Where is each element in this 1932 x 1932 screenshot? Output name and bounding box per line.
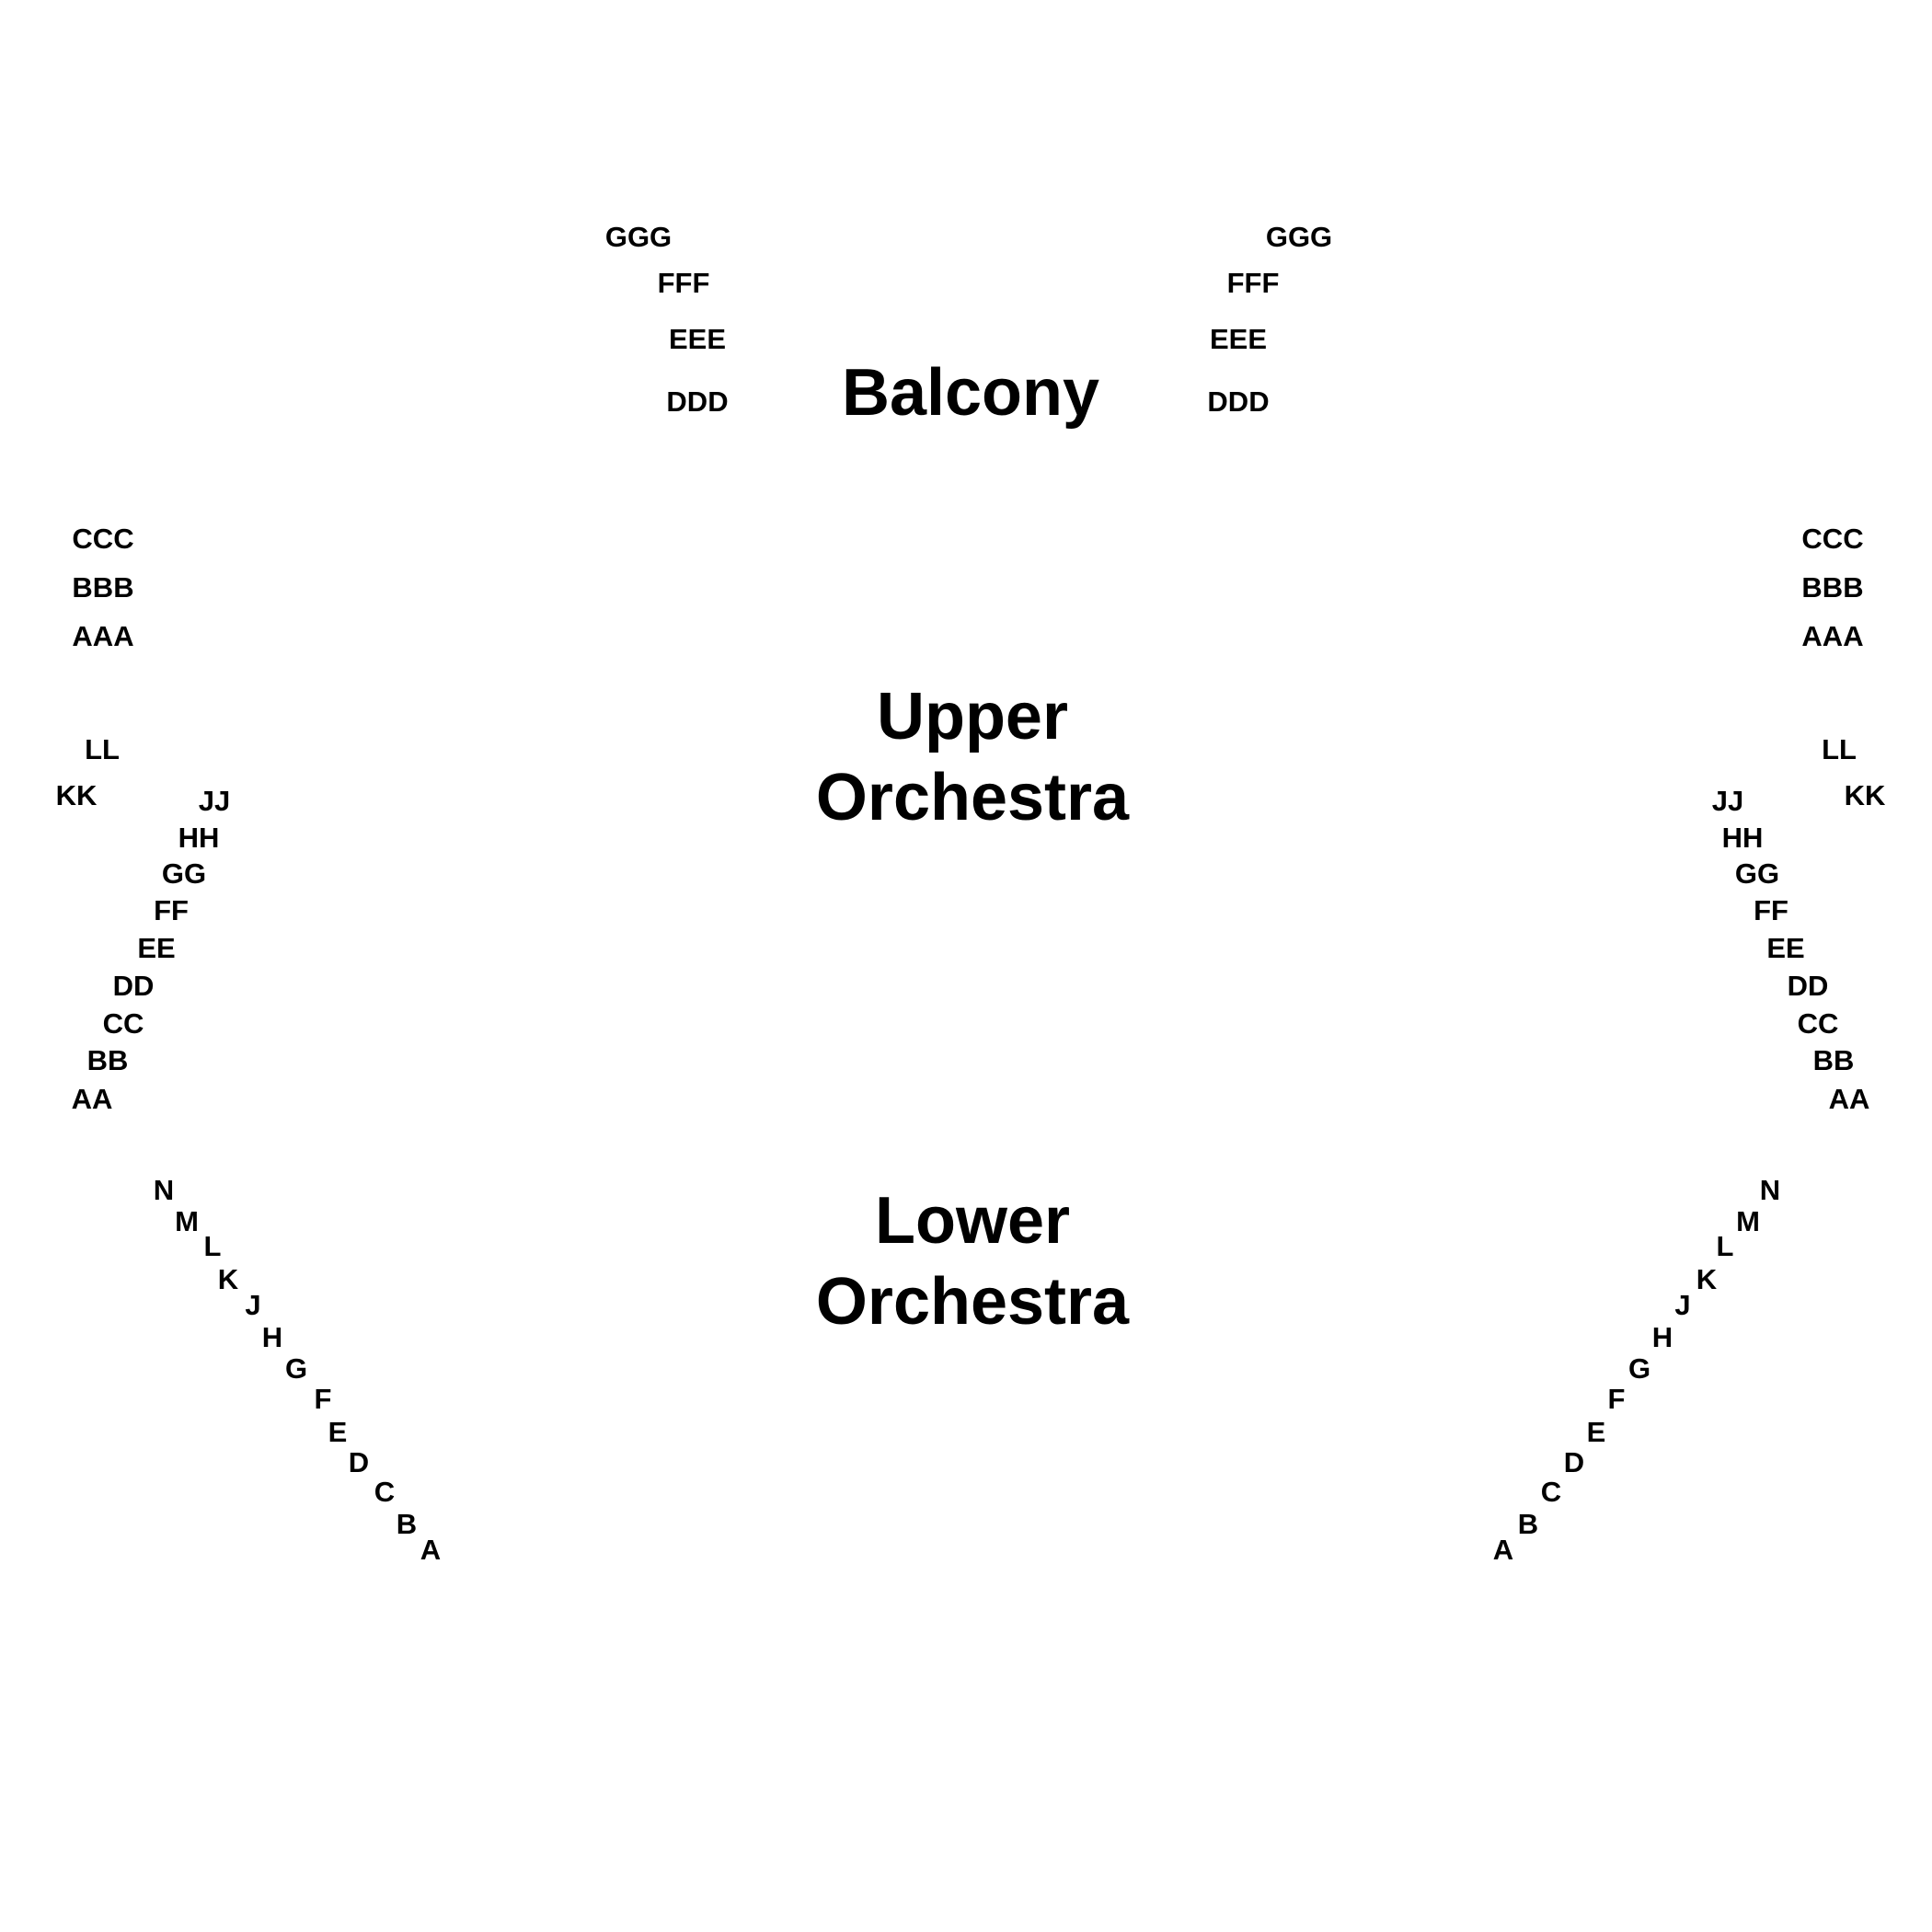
row-label: FFF: [657, 267, 710, 299]
row-label: FF: [1754, 894, 1788, 926]
row-label: B: [396, 1508, 418, 1540]
row-label: J: [245, 1289, 261, 1321]
row-label: FFF: [1226, 267, 1280, 299]
section-lower-orchestra: Lower Orchestra: [815, 1184, 1130, 1339]
row-label: C: [374, 1476, 396, 1508]
row-label: AAA: [72, 620, 134, 652]
row-label: E: [328, 1416, 348, 1448]
row-label: LL: [85, 733, 120, 765]
row-label: K: [1696, 1263, 1718, 1295]
row-label: BB: [86, 1044, 129, 1076]
row-label: CC: [1797, 1007, 1839, 1040]
row-label: CCC: [1801, 523, 1864, 555]
row-label: D: [348, 1446, 370, 1478]
row-label: F: [1607, 1383, 1626, 1415]
row-label: E: [1586, 1416, 1606, 1448]
row-label: C: [1540, 1476, 1562, 1508]
row-label: GG: [1734, 857, 1780, 890]
row-label: F: [314, 1383, 332, 1415]
row-label: EE: [1766, 932, 1805, 964]
row-label: M: [175, 1205, 199, 1237]
row-label: BB: [1812, 1044, 1855, 1076]
row-label: A: [420, 1534, 442, 1566]
row-label: AAA: [1801, 620, 1864, 652]
row-label: H: [261, 1321, 283, 1353]
row-label: GGG: [604, 221, 673, 253]
row-label: L: [1716, 1230, 1734, 1262]
row-label: KK: [1844, 779, 1886, 811]
row-label: BBB: [72, 571, 134, 604]
row-label: K: [217, 1263, 239, 1295]
row-label: N: [1759, 1174, 1781, 1206]
row-label: EEE: [1209, 323, 1268, 355]
row-label: AA: [1828, 1083, 1870, 1115]
row-label: GGG: [1265, 221, 1333, 253]
row-label: A: [1492, 1534, 1514, 1566]
row-label: G: [1627, 1352, 1651, 1385]
row-label: DDD: [666, 385, 729, 418]
row-label: GG: [161, 857, 207, 890]
row-label: J: [1674, 1289, 1691, 1321]
row-label: DD: [1787, 970, 1829, 1002]
row-label: JJ: [198, 785, 231, 817]
row-label: L: [203, 1230, 222, 1262]
section-upper-orchestra: Upper Orchestra: [815, 680, 1130, 834]
row-label: N: [153, 1174, 175, 1206]
row-label: LL: [1822, 733, 1857, 765]
row-label: HH: [1721, 822, 1764, 854]
row-label: M: [1736, 1205, 1760, 1237]
row-label: CC: [102, 1007, 144, 1040]
row-label: AA: [71, 1083, 113, 1115]
row-label: CCC: [72, 523, 134, 555]
row-label: DDD: [1207, 385, 1270, 418]
section-balcony: Balcony: [841, 356, 1100, 430]
row-label: HH: [178, 822, 220, 854]
row-label: EE: [137, 932, 176, 964]
row-label: D: [1563, 1446, 1585, 1478]
row-label: DD: [112, 970, 155, 1002]
row-label: B: [1517, 1508, 1539, 1540]
row-label: EEE: [668, 323, 727, 355]
row-label: KK: [55, 779, 98, 811]
row-label: G: [284, 1352, 308, 1385]
row-label: BBB: [1801, 571, 1864, 604]
row-label: H: [1651, 1321, 1673, 1353]
row-label: FF: [154, 894, 189, 926]
row-label: JJ: [1711, 785, 1744, 817]
